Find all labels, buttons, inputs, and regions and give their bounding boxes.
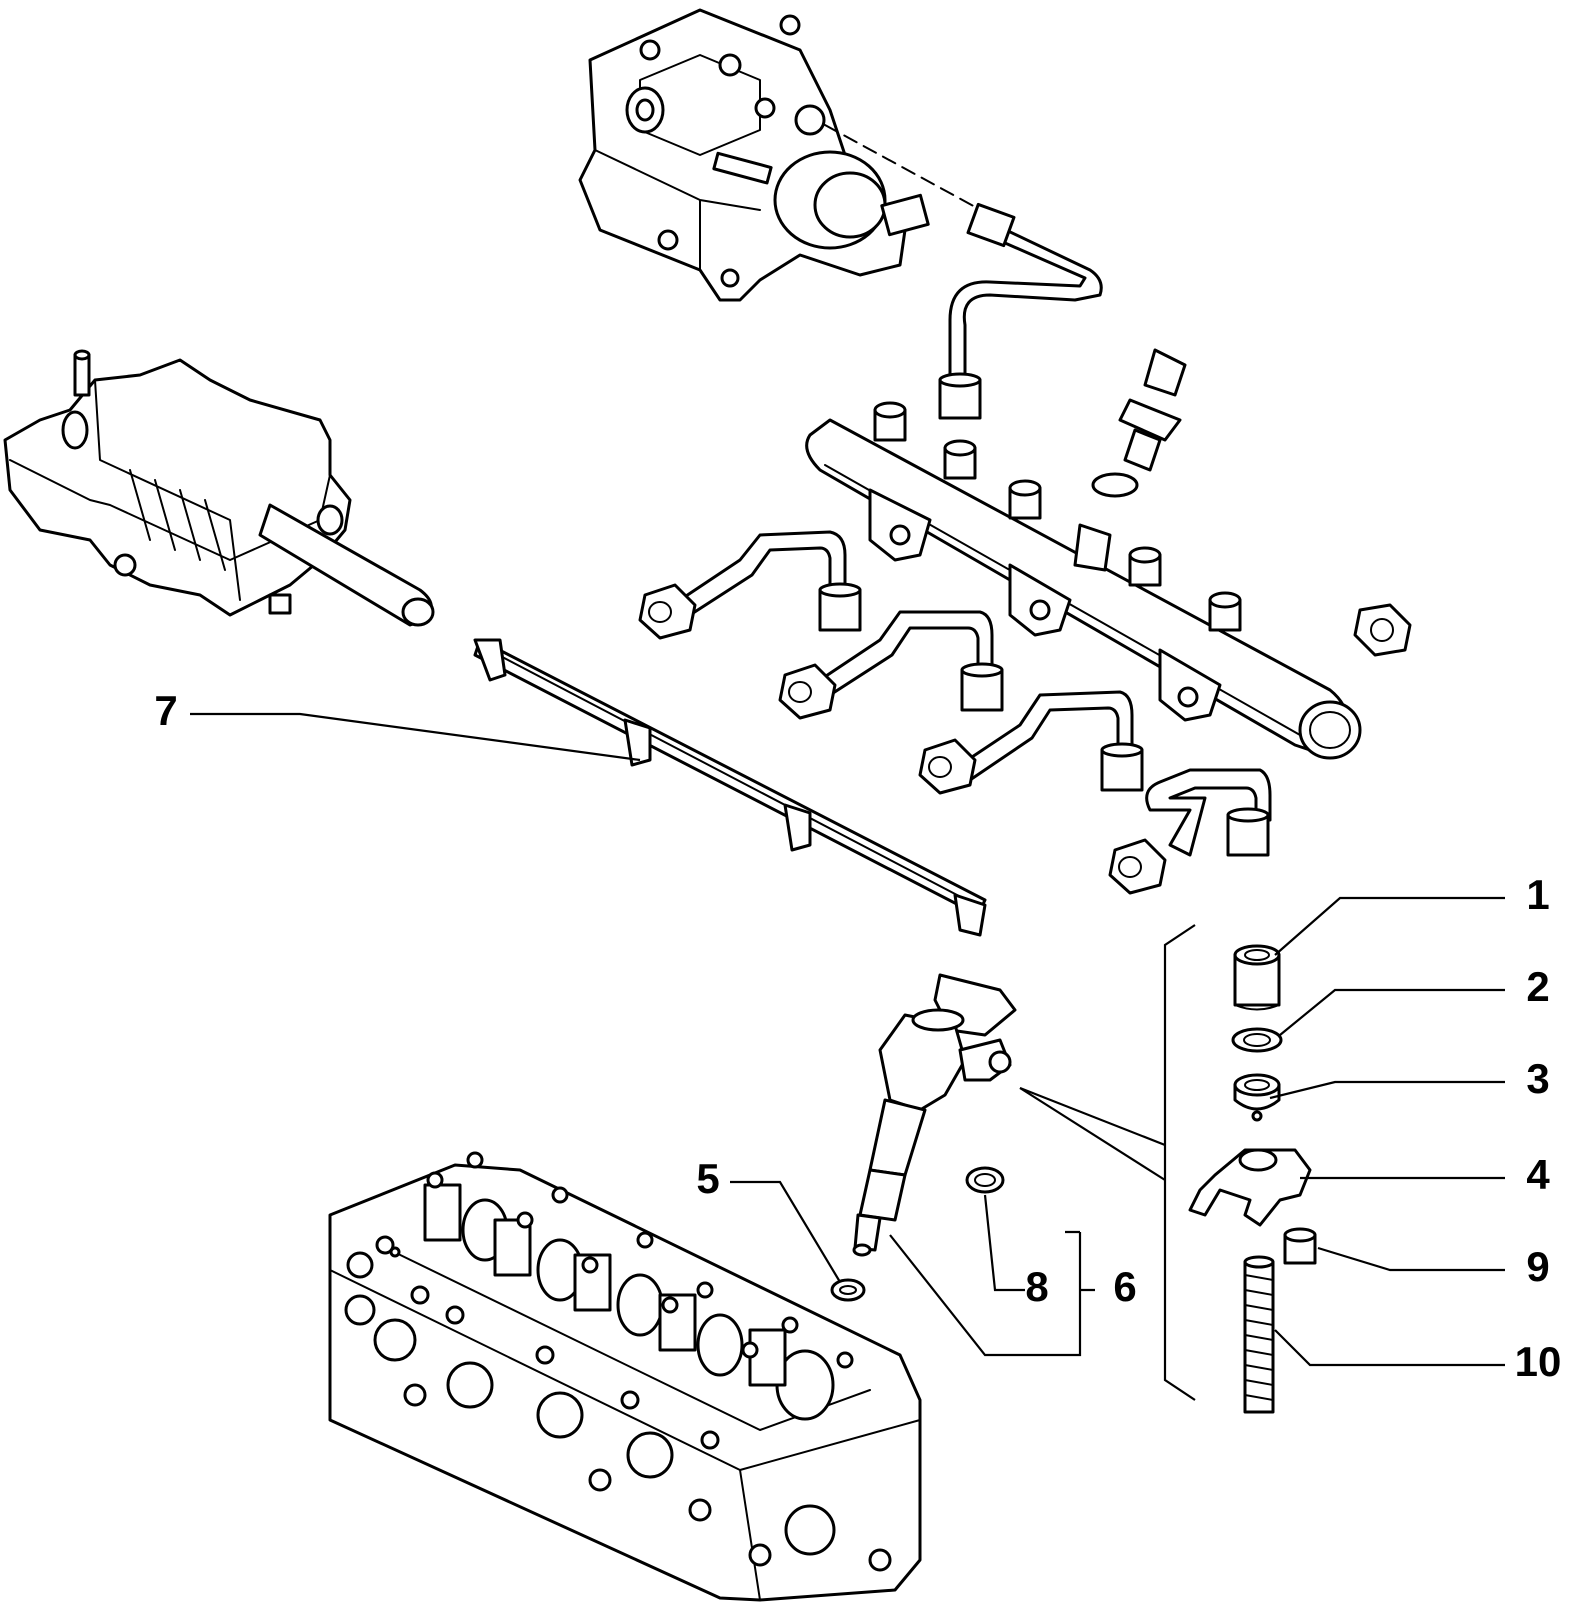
high-pressure-pump	[578, 8, 991, 302]
intake-module	[3, 349, 435, 627]
part-4-clamp	[1188, 1148, 1312, 1227]
rail-nut	[1353, 603, 1412, 657]
callout-labels: 1 2 3 4 5 6 7 8 9 10	[154, 687, 1561, 1385]
part-9-spacer	[1283, 1227, 1317, 1265]
part-3-spherical-washer	[1233, 1073, 1281, 1122]
leak-off-line	[473, 638, 987, 937]
injector-clip	[965, 1166, 1005, 1194]
part-1-sleeve	[1233, 944, 1281, 1011]
callout-6: 6	[1113, 1263, 1136, 1310]
callout-7: 7	[154, 687, 177, 734]
injector-pipe-3	[918, 690, 1144, 795]
pump-to-rail-pipe	[938, 202, 1103, 420]
leader-lines	[190, 712, 1505, 1367]
callout-4: 4	[1526, 1151, 1550, 1198]
callout-10: 10	[1515, 1338, 1562, 1385]
callout-9: 9	[1526, 1243, 1549, 1290]
injector-pipe-4	[1108, 768, 1272, 895]
callout-2: 2	[1526, 963, 1549, 1010]
injector	[852, 973, 1017, 1257]
bracket-lines	[1163, 924, 1196, 1401]
injector-seal-washer	[830, 1278, 866, 1302]
fuel-rail	[805, 401, 1362, 760]
part-10-stud	[1243, 1255, 1275, 1414]
injector-pipe-2	[778, 610, 1004, 720]
callout-3: 3	[1526, 1055, 1549, 1102]
part-2-washer	[1231, 1027, 1283, 1053]
rail-pressure-sensor	[1091, 348, 1187, 498]
cylinder-head	[328, 1151, 922, 1602]
callout-8: 8	[1025, 1263, 1048, 1310]
callout-1: 1	[1526, 871, 1549, 918]
callout-5: 5	[696, 1155, 719, 1202]
injector-pipe-1	[638, 530, 862, 640]
